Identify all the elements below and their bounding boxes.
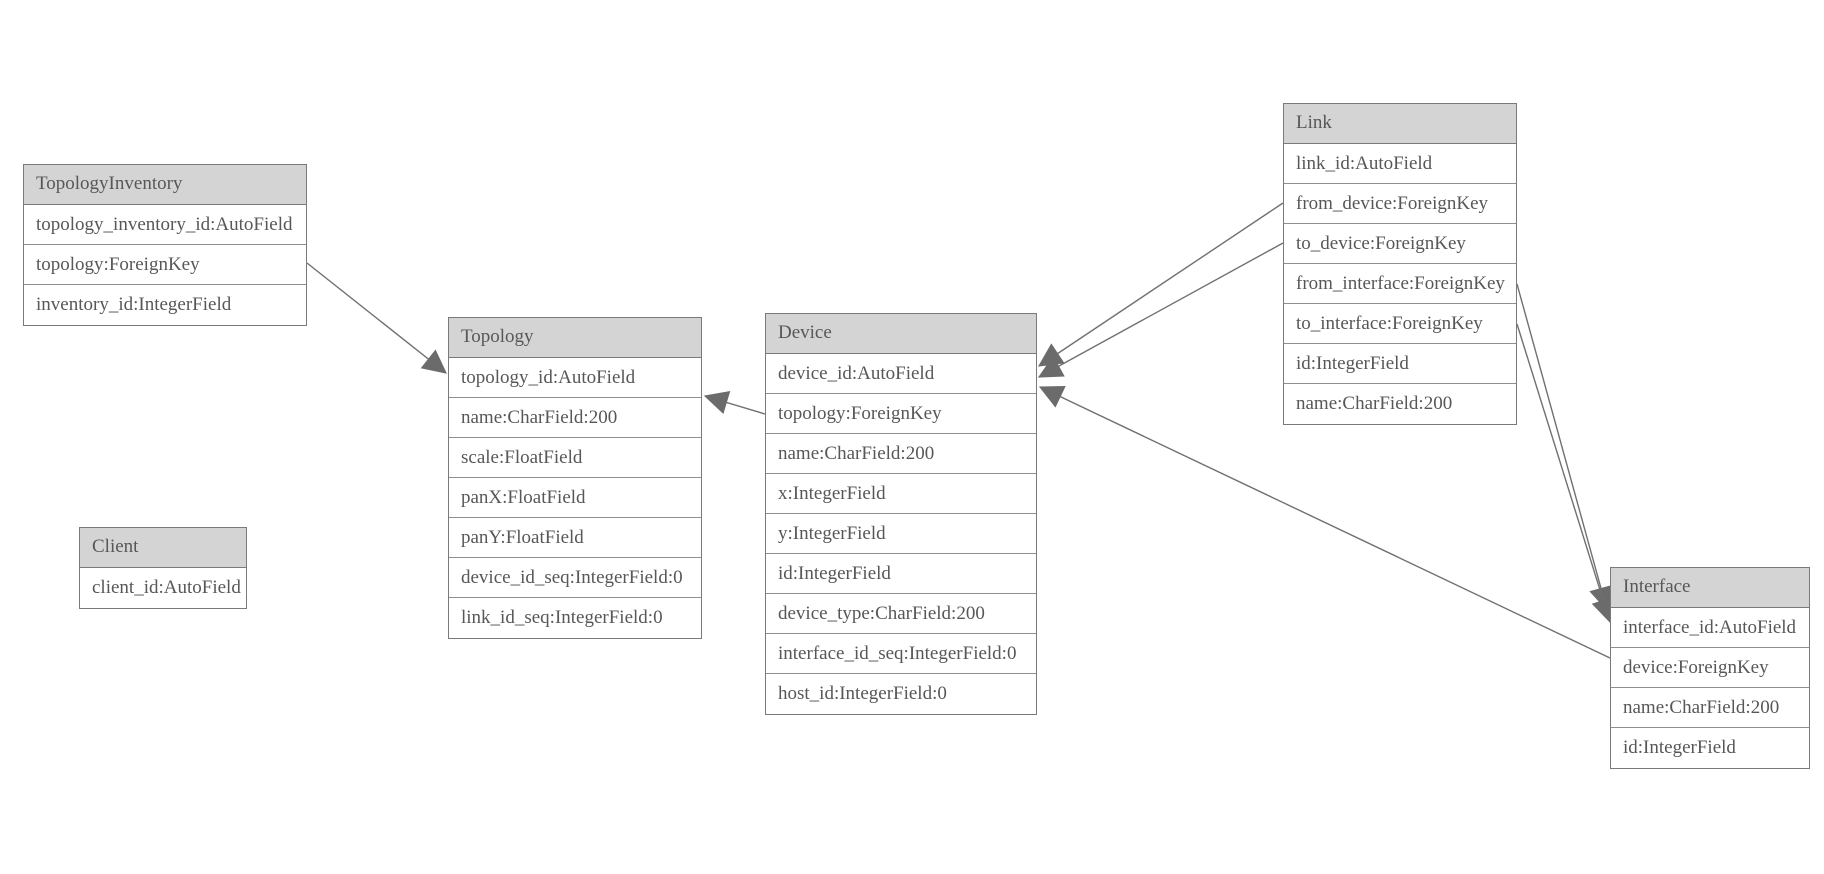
entity-field-row: topology_inventory_id:AutoField: [24, 205, 306, 245]
entity-field-row: to_interface:ForeignKey: [1284, 304, 1516, 344]
entity-field-row: name:CharField:200: [1284, 384, 1516, 424]
edge-link-from_device-to-device: [1038, 202, 1284, 367]
entity-field-row: device:ForeignKey: [1611, 648, 1809, 688]
entity-field-row: device_id_seq:IntegerField:0: [449, 558, 701, 598]
entity-field-row: topology:ForeignKey: [24, 245, 306, 285]
entity-field-row: link_id:AutoField: [1284, 144, 1516, 184]
entity-field-row: device_type:CharField:200: [766, 594, 1036, 634]
edge-interface-device-to-device: [1038, 385, 1611, 659]
entity-field-row: panX:FloatField: [449, 478, 701, 518]
entity-field-row: topology_id:AutoField: [449, 358, 701, 398]
edge-device-topology-to-topology: [703, 391, 766, 415]
entity-field-row: from_interface:ForeignKey: [1284, 264, 1516, 304]
entity-field-row: id:IntegerField: [766, 554, 1036, 594]
entity-title: Client: [80, 528, 246, 568]
edge-link-from_interface-to-interface: [1516, 283, 1613, 612]
entity-field-row: id:IntegerField: [1611, 728, 1809, 768]
entity-field-row: name:CharField:200: [449, 398, 701, 438]
entity-field-row: from_device:ForeignKey: [1284, 184, 1516, 224]
entity-field-row: inventory_id:IntegerField: [24, 285, 306, 325]
entity-field-row: y:IntegerField: [766, 514, 1036, 554]
entity-field-row: panY:FloatField: [449, 518, 701, 558]
edge-link-to_interface-to-interface: [1516, 323, 1615, 624]
entity-field-row: name:CharField:200: [766, 434, 1036, 474]
entity-field-row: id:IntegerField: [1284, 344, 1516, 384]
entity-field-row: interface_id_seq:IntegerField:0: [766, 634, 1036, 674]
entity-field-row: scale:FloatField: [449, 438, 701, 478]
entity-field-row: topology:ForeignKey: [766, 394, 1036, 434]
entity-field-row: client_id:AutoField: [80, 568, 246, 608]
entity-field-row: link_id_seq:IntegerField:0: [449, 598, 701, 638]
entity-field-row: interface_id:AutoField: [1611, 608, 1809, 648]
entity-title: TopologyInventory: [24, 165, 306, 205]
entity-field-row: device_id:AutoField: [766, 354, 1036, 394]
entity-title: Topology: [449, 318, 701, 358]
entity-field-row: name:CharField:200: [1611, 688, 1809, 728]
edge-link-to_device-to-device: [1037, 242, 1284, 378]
entity-title: Link: [1284, 104, 1516, 144]
edge-topologyinventory-topology-to-topology: [306, 262, 447, 374]
entity-title: Interface: [1611, 568, 1809, 608]
entity-field-row: host_id:IntegerField:0: [766, 674, 1036, 714]
entity-title: Device: [766, 314, 1036, 354]
entity-field-row: x:IntegerField: [766, 474, 1036, 514]
entity-field-row: to_device:ForeignKey: [1284, 224, 1516, 264]
